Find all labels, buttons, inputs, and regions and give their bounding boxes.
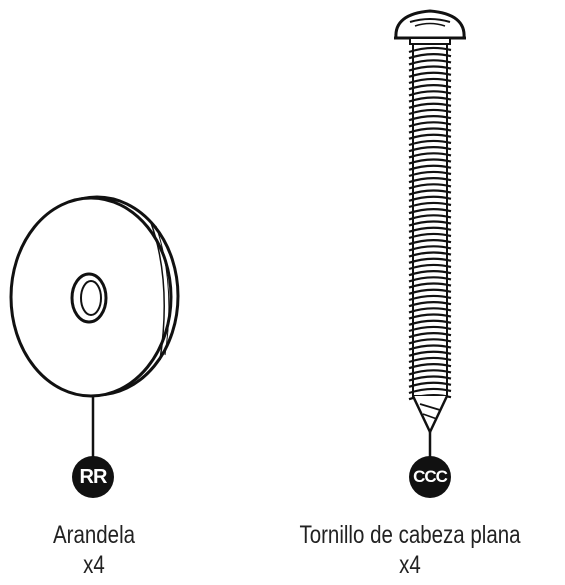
part-name-label: Arandela x4 [12, 520, 176, 580]
part-washer: RR Arandela x4 [0, 0, 200, 585]
part-quantity: x4 [399, 551, 421, 579]
part-name: Arandela [52, 521, 136, 549]
part-code-badge: CCC [409, 456, 451, 498]
part-name: Tornillo de cabeza plana [299, 521, 521, 549]
part-code-badge: RR [72, 456, 114, 498]
part-screw: CCC Tornillo de cabeza plana x4 [260, 0, 565, 585]
part-code-text: CCC [413, 467, 448, 486]
pan-head-screw-icon [394, 9, 466, 458]
screw-threads [408, 46, 452, 401]
part-code-text: RR [79, 465, 108, 488]
part-quantity: x4 [83, 551, 105, 579]
part-name-label: Tornillo de cabeza plana x4 [271, 520, 550, 580]
washer-icon [9, 195, 180, 458]
